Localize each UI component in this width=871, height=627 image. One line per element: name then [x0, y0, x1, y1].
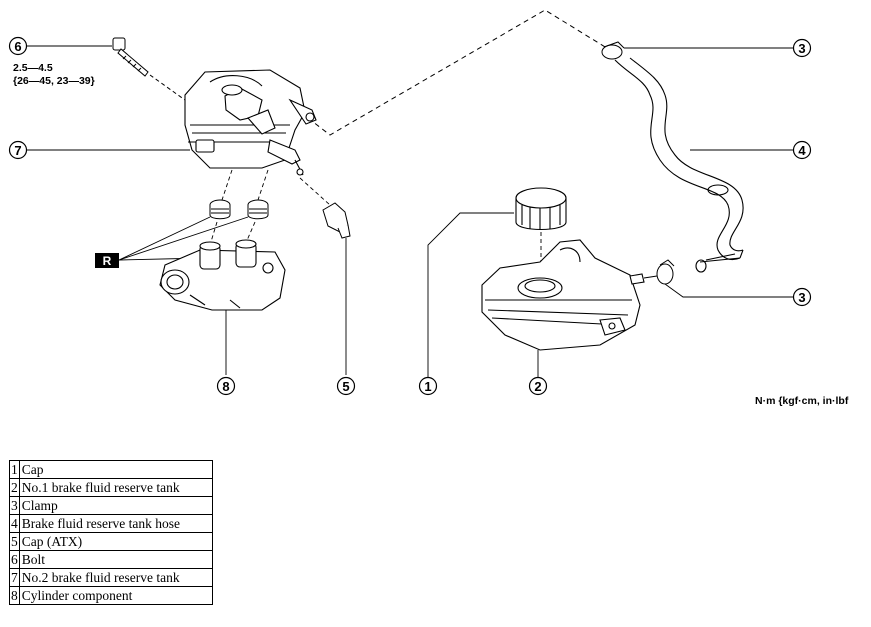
table-row: 6 Bolt: [9, 550, 213, 569]
svg-text:2: 2: [534, 379, 541, 394]
svg-text:1: 1: [424, 379, 431, 394]
cylinder-component-part: [159, 239, 286, 375]
part-number: 3: [9, 496, 20, 515]
part-name: Clamp: [18, 496, 213, 515]
part-name: Brake fluid reserve tank hose: [18, 514, 213, 533]
alignment-line: [299, 177, 331, 206]
bolt-part: [112, 37, 186, 101]
svg-text:5: 5: [342, 379, 349, 394]
part-number: 6: [9, 550, 20, 569]
table-row: 8 Cylinder component: [9, 586, 213, 605]
part-number: 7: [9, 568, 20, 587]
part-name: Cylinder component: [18, 586, 213, 605]
svg-text:3: 3: [798, 41, 805, 56]
alignment-line: [257, 169, 269, 201]
table-row: 3 Clamp: [9, 496, 213, 515]
table-row: 4 Brake fluid reserve tank hose: [9, 514, 213, 533]
part-number: 1: [9, 460, 20, 479]
callout-1: 1: [418, 212, 514, 396]
exploded-parts-diagram: 6 2.5—4.5 {26—45, 23—39} 7: [8, 9, 849, 407]
no2-reserve-tank-part: [184, 69, 317, 176]
no1-reserve-tank-part: [481, 239, 645, 351]
part-name: Cap: [18, 460, 213, 479]
callout-3-bottom: 3: [664, 283, 812, 307]
table-row: 5 Cap (ATX): [9, 532, 213, 551]
callout-8: 8: [216, 376, 236, 396]
callout-3-top: 3: [624, 38, 812, 58]
svg-text:R: R: [103, 254, 112, 268]
replace-part-marker: R: [95, 216, 249, 268]
reserve-tank-hose-part: [614, 57, 744, 273]
torque-spec-line2: {26—45, 23—39}: [13, 75, 95, 87]
svg-text:7: 7: [14, 143, 21, 158]
part-name: Bolt: [18, 550, 213, 569]
svg-text:6: 6: [14, 39, 21, 54]
callout-4: 4: [690, 140, 812, 160]
hose-route-dashed-line: [307, 9, 611, 136]
table-row: 1 Cap: [9, 460, 213, 479]
table-row: 7 No.2 brake fluid reserve tank: [9, 568, 213, 587]
cap-atx-part: [322, 202, 351, 375]
callout-2: 2: [528, 350, 548, 396]
part-name: No.1 brake fluid reserve tank: [18, 478, 213, 497]
svg-text:8: 8: [222, 379, 229, 394]
part-number: 4: [9, 514, 20, 533]
clamp-part: [601, 41, 625, 60]
table-row: 2 No.1 brake fluid reserve tank: [9, 478, 213, 497]
svg-text:4: 4: [798, 143, 806, 158]
alignment-line: [221, 169, 233, 201]
part-number: 5: [9, 532, 20, 551]
part-name: Cap (ATX): [18, 532, 213, 551]
torque-spec-line1: 2.5—4.5: [13, 62, 53, 74]
cap-part: [515, 187, 567, 230]
part-number: 2: [9, 478, 20, 497]
part-name: No.2 brake fluid reserve tank: [18, 568, 213, 587]
callout-7: 7: [8, 140, 190, 160]
part-number: 8: [9, 586, 20, 605]
seal-part: [209, 199, 269, 220]
parts-table: 1 Cap 2 No.1 brake fluid reserve tank 3 …: [9, 460, 213, 605]
callout-6: 6: [8, 36, 112, 56]
callout-5: 5: [336, 376, 356, 396]
torque-unit-note: N·m {kgf·cm, in·lbf: [755, 395, 849, 407]
svg-text:3: 3: [798, 290, 805, 305]
clamp-part: [643, 259, 675, 285]
